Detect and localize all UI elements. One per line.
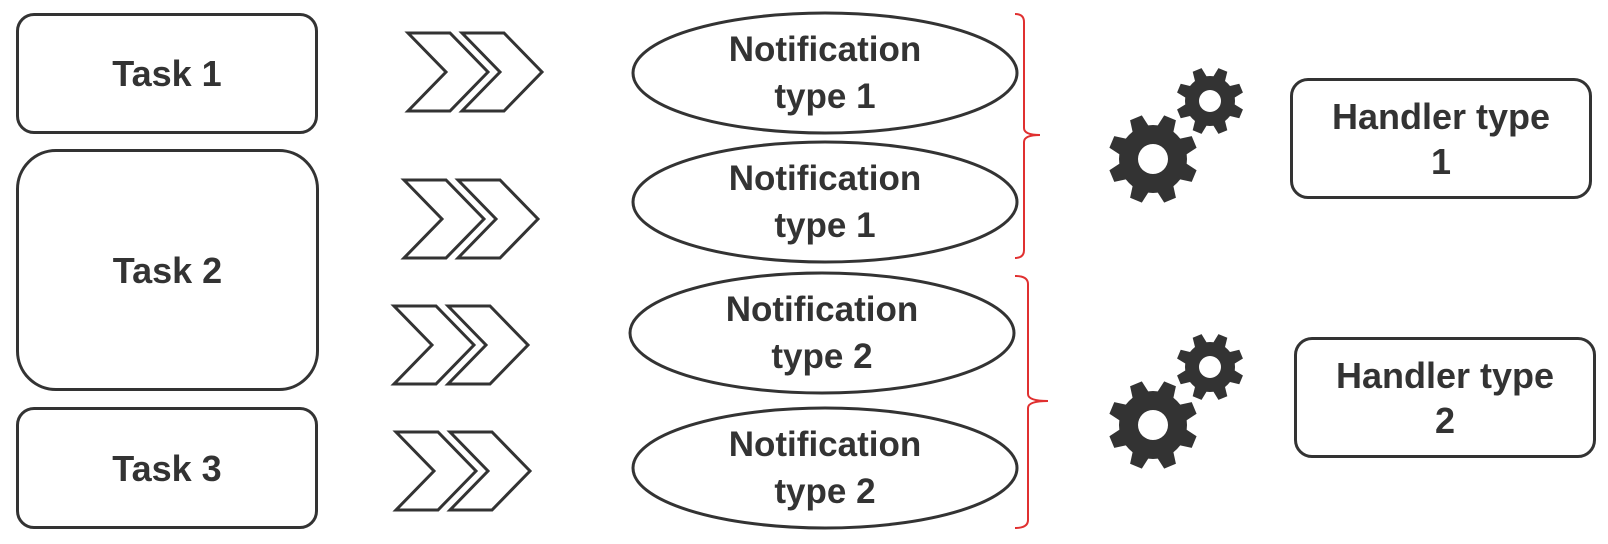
double-chevron-icon [404,31,545,113]
task-label: Task 1 [112,53,222,94]
handler-label: Handler type 2 [1335,354,1555,441]
notification-label: Notification type 1 [728,30,922,116]
task-label: Task 3 [112,447,222,489]
double-chevron-icon [392,430,533,512]
task-box: Task 2 [16,149,319,391]
gears-icon [1109,68,1243,203]
handler-label: Handler type 1 [1331,95,1551,182]
gears-icon [1109,334,1243,469]
notification-ellipse [631,406,1019,530]
curly-brace-icon [1014,275,1049,529]
gear-icon [1177,68,1243,134]
notification-label: Notification type 1 [728,159,922,245]
double-chevron-icon [400,178,541,260]
notification-shapes [628,11,1019,530]
handler-box: Handler type 2 [1294,337,1596,458]
notification-ellipse [628,271,1016,395]
double-chevron-icon [390,304,531,386]
notification-label: Notification type 2 [725,290,919,376]
curly-brace-icon [1014,13,1041,259]
notification-label: Notification type 2 [728,425,922,511]
gear-icon [1109,381,1197,469]
gear-icon [1177,334,1243,400]
task-box: Task 1 [16,13,318,134]
notification-ellipse [631,140,1019,264]
gear-icon [1109,115,1197,203]
task-box: Task 3 [16,407,318,529]
handler-box: Handler type 1 [1290,78,1592,199]
task-label: Task 2 [112,249,223,291]
notification-ellipse [631,11,1019,135]
